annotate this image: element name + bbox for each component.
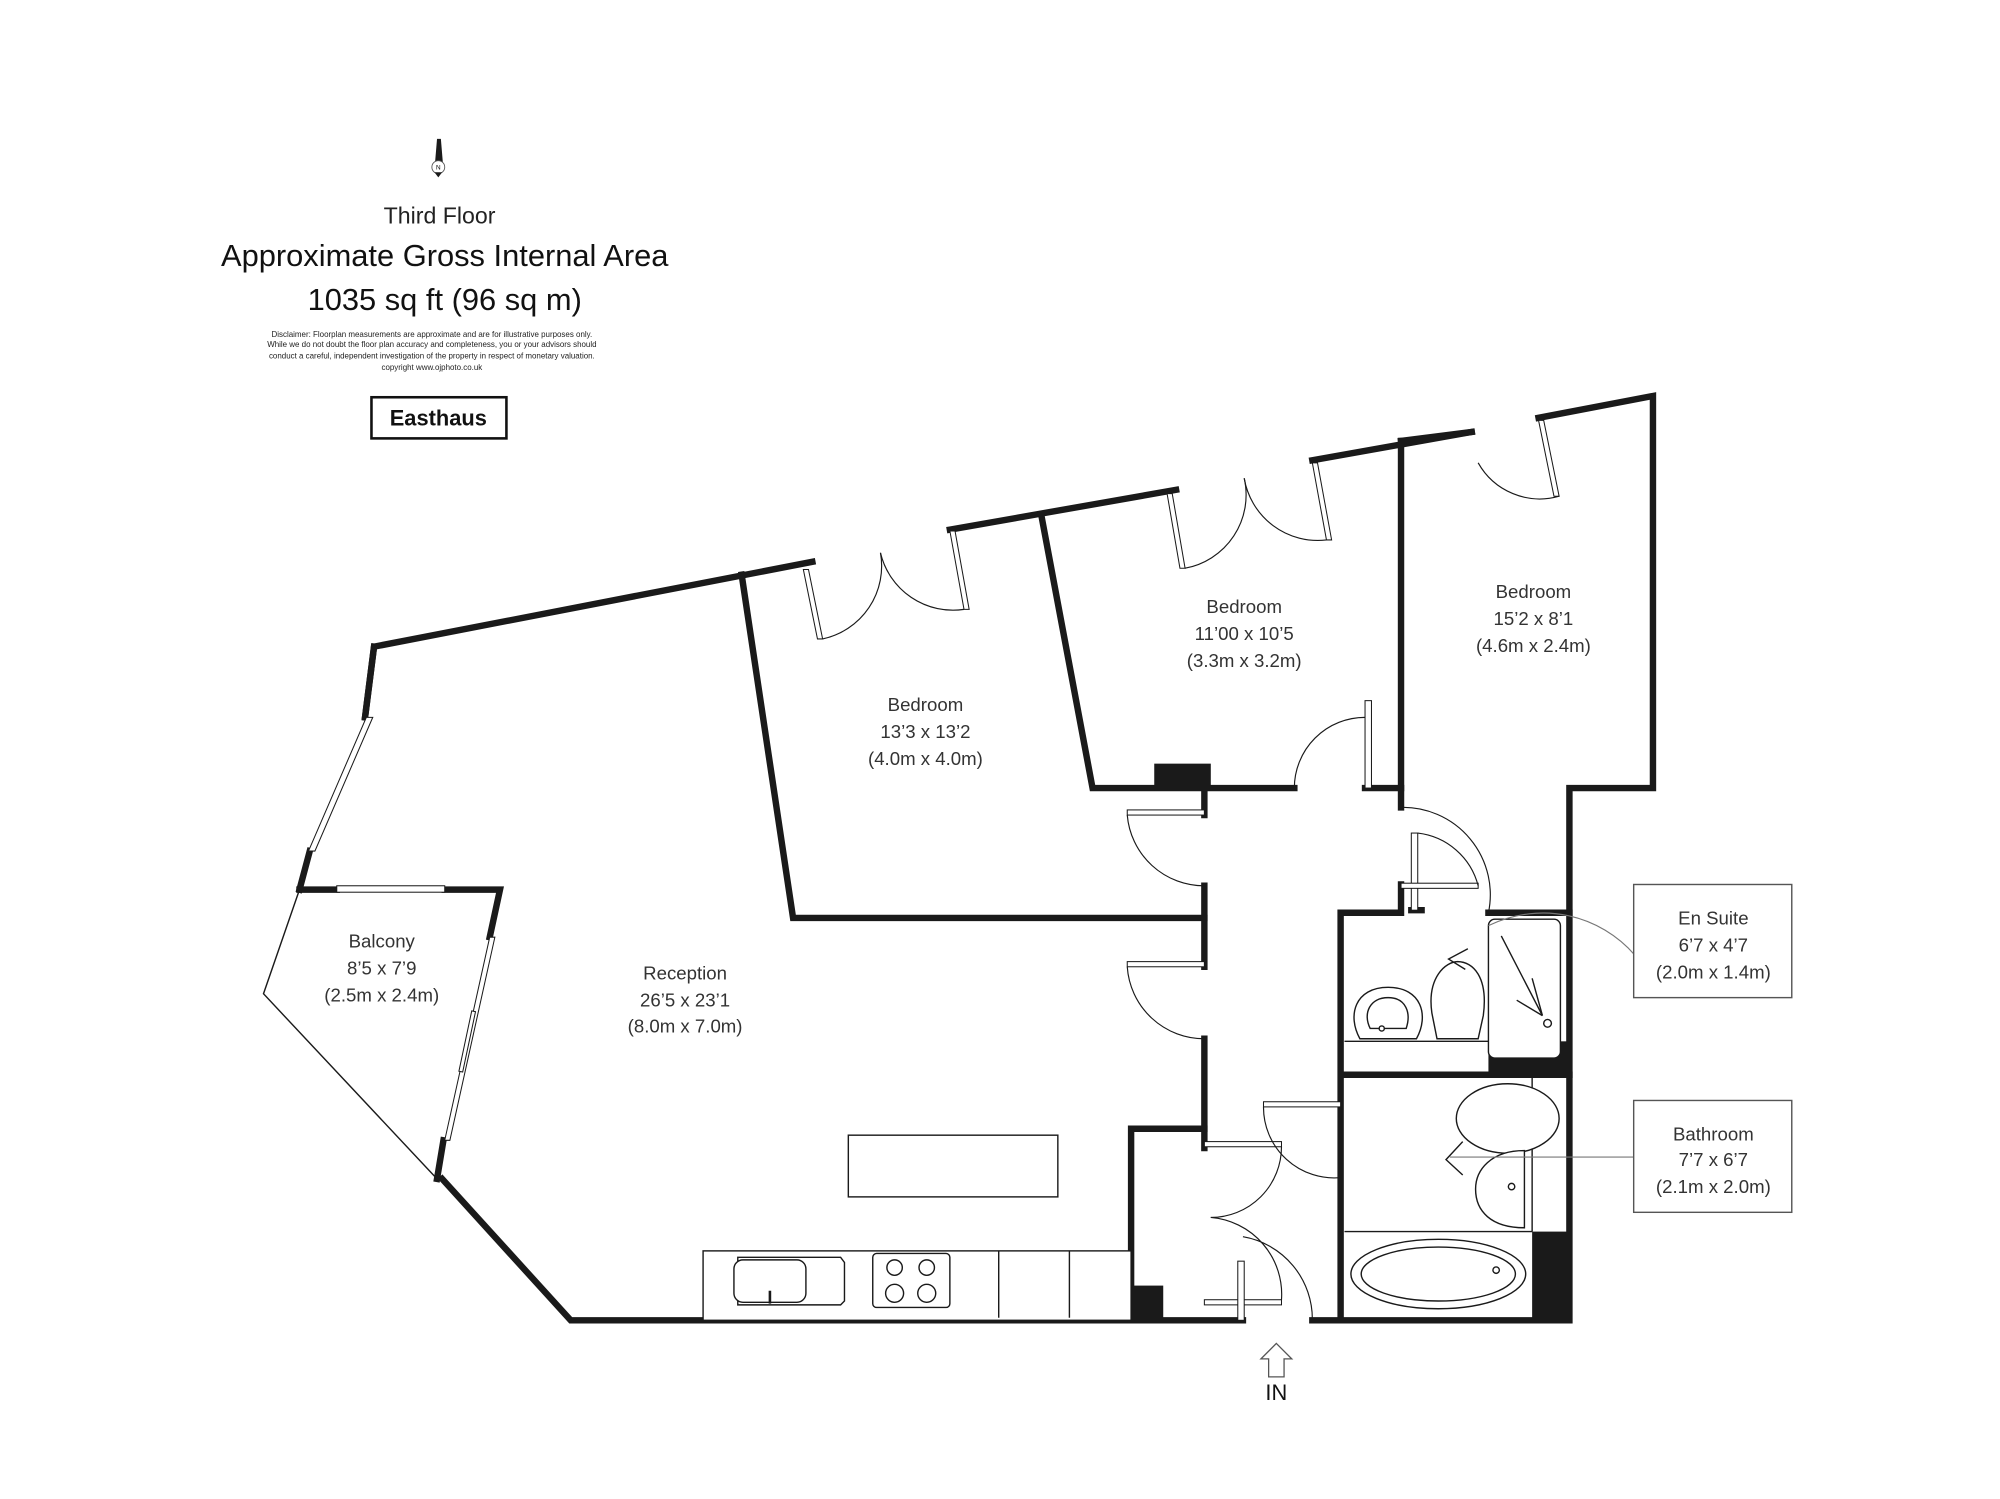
svg-text:Bedroom: Bedroom [888, 694, 964, 715]
bathroom-fixtures [1344, 1074, 1560, 1310]
compass-icon: N [431, 138, 446, 178]
balcony-edge [262, 889, 438, 1180]
entrance-arrow-icon [1259, 1342, 1294, 1378]
duct [1532, 1231, 1570, 1321]
svg-text:26’5 x 23’1: 26’5 x 23’1 [640, 990, 730, 1011]
floor-label: Third Floor [384, 203, 496, 229]
svg-text:Easthaus: Easthaus [390, 406, 487, 431]
walls [295, 392, 1657, 1324]
svg-text:(3.3m x 3.2m): (3.3m x 3.2m) [1187, 650, 1302, 671]
en-suite-callout: En Suite 6’7 x 4’7 (2.0m x 1.4m) [1488, 883, 1793, 999]
column [1154, 763, 1211, 791]
windows [307, 419, 1560, 1321]
room-label-bedroom-3: Bedroom 15’2 x 8’1 (4.6m x 2.4m) [1476, 581, 1591, 656]
svg-text:8’5 x 7’9: 8’5 x 7’9 [347, 957, 416, 978]
disclaimer: Disclaimer: Floorplan measurements are a… [267, 330, 596, 372]
svg-text:(2.0m x 1.4m): (2.0m x 1.4m) [1656, 961, 1771, 982]
en-suite-fixtures [1344, 918, 1562, 1059]
svg-text:Reception: Reception [643, 963, 727, 984]
svg-text:copyright www.ojphoto.co.uk: copyright www.ojphoto.co.uk [381, 363, 482, 372]
area-value: 1035 sq ft (96 sq m) [308, 282, 582, 317]
room-label-bedroom-1: Bedroom 13’3 x 13’2 (4.0m x 4.0m) [868, 694, 983, 769]
hob-icon [872, 1252, 951, 1309]
basin-icon [1474, 1149, 1526, 1229]
svg-text:Bedroom: Bedroom [1496, 581, 1572, 602]
svg-text:(4.6m x 2.4m): (4.6m x 2.4m) [1476, 635, 1591, 656]
entrance-label: IN [1265, 1380, 1287, 1405]
svg-text:Balcony: Balcony [349, 930, 416, 951]
svg-text:6’7 x 4’7: 6’7 x 4’7 [1679, 934, 1748, 955]
bathroom-callout: Bathroom 7’7 x 6’7 (2.1m x 2.0m) [1449, 1099, 1793, 1214]
svg-text:conduct a careful, independent: conduct a careful, independent investiga… [269, 352, 595, 361]
svg-text:13’3 x 13’2: 13’3 x 13’2 [880, 721, 970, 742]
svg-text:(2.5m x 2.4m): (2.5m x 2.4m) [324, 984, 439, 1005]
svg-text:Disclaimer: Floorplan measurem: Disclaimer: Floorplan measurements are a… [272, 330, 593, 339]
area-title: Approximate Gross Internal Area [221, 238, 669, 273]
svg-text:While we do not doubt the floo: While we do not doubt the floor plan acc… [267, 340, 596, 349]
toilet-icon [1430, 960, 1485, 1040]
shower-icon [1487, 918, 1562, 1059]
svg-text:(4.0m x 4.0m): (4.0m x 4.0m) [868, 748, 983, 769]
svg-text:En Suite: En Suite [1678, 907, 1748, 928]
sink-icon [733, 1256, 846, 1306]
kitchen-island [847, 1134, 1059, 1198]
door-swings [822, 462, 1560, 1321]
toilet-icon [1455, 1083, 1560, 1154]
svg-text:(2.1m x 2.0m): (2.1m x 2.0m) [1656, 1176, 1771, 1197]
svg-text:11’00 x 10’5: 11’00 x 10’5 [1195, 623, 1294, 644]
svg-text:Bedroom: Bedroom [1206, 596, 1282, 617]
room-label-reception: Reception 26’5 x 23’1 (8.0m x 7.0m) [628, 963, 743, 1037]
brand-logo: Easthaus [370, 395, 508, 440]
kitchen [702, 1134, 1132, 1322]
svg-text:N: N [436, 165, 441, 172]
svg-text:7’7 x 6’7: 7’7 x 6’7 [1679, 1149, 1748, 1170]
svg-text:Bathroom: Bathroom [1673, 1123, 1754, 1144]
room-label-bedroom-2: Bedroom 11’00 x 10’5 (3.3m x 3.2m) [1187, 596, 1302, 671]
svg-text:(8.0m x 7.0m): (8.0m x 7.0m) [628, 1015, 743, 1036]
svg-text:15’2 x 8’1: 15’2 x 8’1 [1494, 608, 1574, 629]
room-label-balcony: Balcony 8’5 x 7’9 (2.5m x 2.4m) [324, 930, 439, 1005]
